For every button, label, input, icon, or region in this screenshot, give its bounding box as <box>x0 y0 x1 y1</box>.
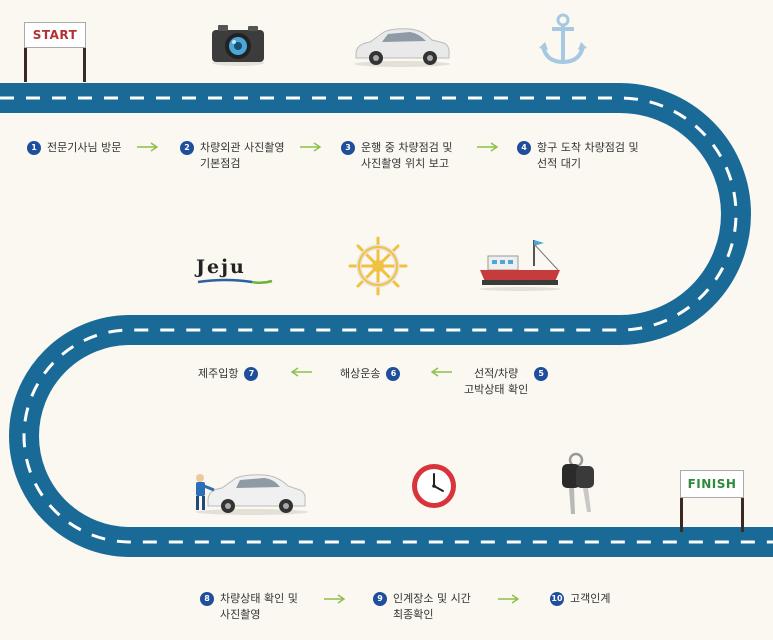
arrow-right-icon <box>300 142 322 152</box>
clock-icon <box>412 464 456 508</box>
anchor-icon <box>539 13 587 65</box>
arrow-right-icon <box>498 594 520 604</box>
finish-sign: FINISH <box>680 470 744 532</box>
step-label: 해상운송 <box>340 367 381 380</box>
camera-icon <box>212 25 264 66</box>
jeju-logo-text: Jeju <box>196 256 246 278</box>
start-sign: START <box>24 22 86 82</box>
step-10: 10 고객인계 <box>550 591 610 607</box>
step-6: 6 해상운송 <box>340 366 401 382</box>
arrow-right-icon <box>324 594 346 604</box>
step-label: 전문기사님 방문 <box>47 141 122 154</box>
ship-icon <box>480 240 560 291</box>
mechanic-car-icon <box>196 474 308 515</box>
arrow-right-icon <box>137 142 159 152</box>
car-icon <box>354 28 450 67</box>
step-number: 9 <box>373 592 387 606</box>
step-number: 8 <box>200 592 214 606</box>
step-number: 10 <box>550 592 564 606</box>
ship-wheel-icon <box>348 236 408 296</box>
start-sign-text: START <box>24 22 86 48</box>
step-number: 5 <box>534 367 549 381</box>
step-number: 1 <box>27 141 41 155</box>
step-number: 2 <box>180 141 194 155</box>
arrow-right-icon <box>477 142 499 152</box>
step-label: 고객인계 <box>570 592 611 605</box>
step-number: 6 <box>386 367 401 381</box>
jeju-logo-underline <box>197 278 273 285</box>
finish-sign-text: FINISH <box>680 470 744 498</box>
step-number: 4 <box>517 141 531 155</box>
arrow-left-icon <box>430 367 452 377</box>
step-number: 3 <box>341 141 355 155</box>
step-1: 1 전문기사님 방문 <box>27 140 121 156</box>
jeju-logo: Jeju <box>196 256 246 278</box>
step-label: 제주입항 <box>198 367 239 380</box>
arrow-left-icon <box>290 367 312 377</box>
step-number: 7 <box>244 367 259 381</box>
step-7: 7 제주입항 <box>198 366 259 382</box>
car-key-icon <box>562 452 594 514</box>
